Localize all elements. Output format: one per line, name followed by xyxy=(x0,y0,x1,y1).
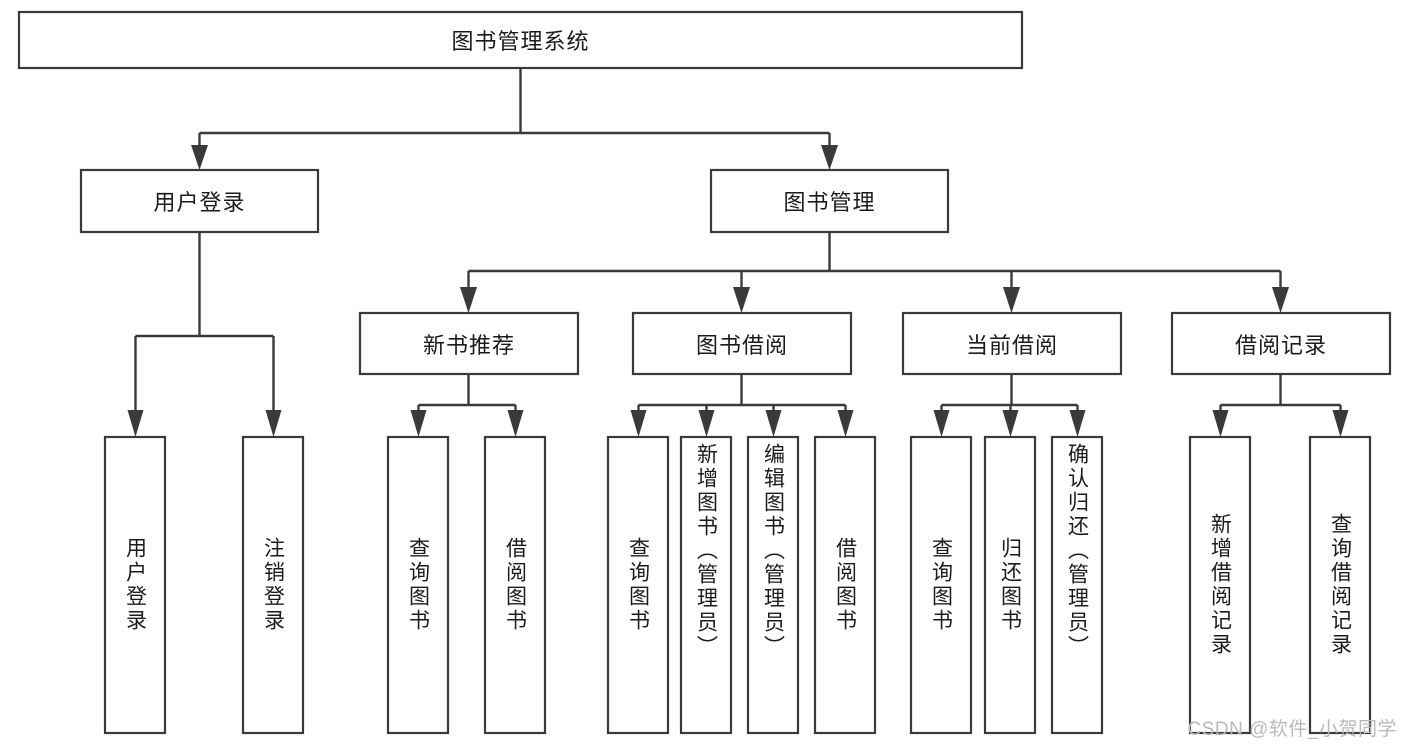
node-borrow-record[interactable] xyxy=(1170,311,1392,376)
arrow-head-icon xyxy=(265,410,282,437)
node-leaf-edit-book[interactable] xyxy=(746,435,800,735)
node-book-manage[interactable] xyxy=(709,168,950,234)
arrow-head-icon xyxy=(733,287,750,313)
node-leaf-add-book[interactable] xyxy=(679,435,733,735)
node-leaf-query-book-a[interactable] xyxy=(386,435,450,735)
edge-group-borrow-record xyxy=(1212,374,1349,437)
node-leaf-borrow-book-b[interactable] xyxy=(813,435,877,735)
node-leaf-user-login[interactable] xyxy=(103,435,167,735)
node-leaf-add-record[interactable] xyxy=(1188,435,1252,735)
node-leaf-logout[interactable] xyxy=(241,435,305,735)
edge-group-root xyxy=(191,68,838,170)
arrow-head-icon xyxy=(507,410,524,437)
node-new-book-rec[interactable] xyxy=(358,311,580,376)
arrow-head-icon xyxy=(765,410,782,437)
arrow-head-icon xyxy=(1332,410,1349,437)
arrow-head-icon xyxy=(191,145,208,170)
node-current-borrow[interactable] xyxy=(901,311,1123,376)
arrow-head-icon xyxy=(1003,287,1020,313)
arrow-head-icon xyxy=(1002,410,1019,437)
node-book-borrow[interactable] xyxy=(631,311,853,376)
edge-group-user-login xyxy=(127,232,282,437)
edge-group-current-borrow xyxy=(933,374,1086,437)
edge-group-book-borrow xyxy=(630,374,854,437)
arrow-head-icon xyxy=(933,410,950,437)
arrow-head-icon xyxy=(410,410,427,437)
node-leaf-query-book-b[interactable] xyxy=(606,435,670,735)
node-leaf-borrow-book-a[interactable] xyxy=(483,435,547,735)
arrow-head-icon xyxy=(1212,410,1229,437)
arrow-head-icon xyxy=(460,287,477,313)
arrow-head-icon xyxy=(127,410,144,437)
node-user-login[interactable] xyxy=(79,168,320,234)
node-leaf-confirm-return[interactable] xyxy=(1050,435,1104,735)
edge-group-new-book-rec xyxy=(410,374,524,437)
node-leaf-query-book-c[interactable] xyxy=(909,435,973,735)
arrow-head-icon xyxy=(1069,410,1086,437)
node-leaf-return-book[interactable] xyxy=(983,435,1037,735)
arrow-head-icon xyxy=(698,410,715,437)
arrow-head-icon xyxy=(630,410,647,437)
arrow-head-icon xyxy=(1272,287,1289,313)
node-root[interactable] xyxy=(17,10,1024,70)
edge-group-book-manage xyxy=(460,232,1289,313)
arrow-head-icon xyxy=(837,410,854,437)
node-leaf-query-record[interactable] xyxy=(1308,435,1372,735)
arrow-head-icon xyxy=(821,145,838,170)
